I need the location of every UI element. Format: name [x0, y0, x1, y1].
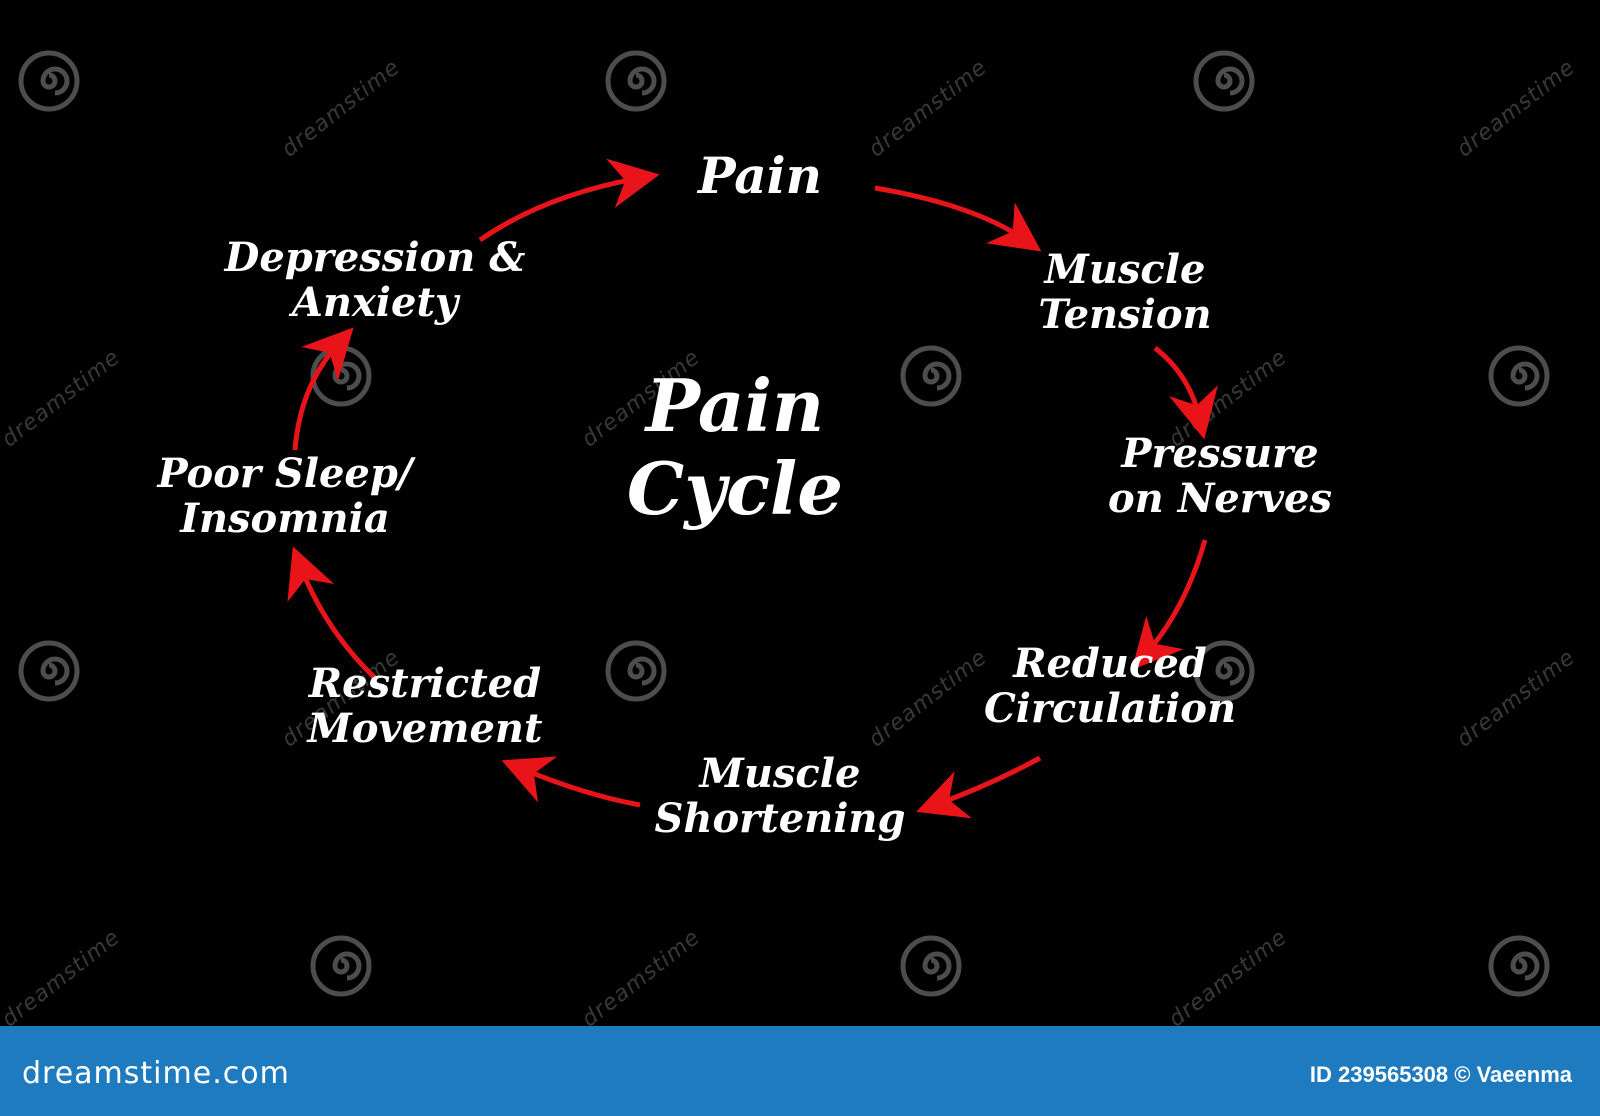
node-restricted-line-2: Movement: [307, 704, 543, 752]
node-pressure-line-1: Pressure: [1121, 430, 1319, 477]
dreamstime-spiral-icon: [18, 50, 80, 112]
node-restricted-line-1: Restricted: [308, 660, 542, 707]
node-pressure-on-nerves: Pressure on Nerves: [1090, 430, 1350, 522]
dreamstime-spiral-icon: [900, 345, 962, 407]
arrow-reduced-circulation-to-muscle-shortening: [916, 755, 1042, 819]
dreamstime-spiral-icon: [605, 50, 667, 112]
dreamstime-spiral-icon: [1488, 345, 1550, 407]
node-shortening-line-1: Muscle: [699, 750, 861, 797]
dreamstime-spiral-icon: [605, 640, 667, 702]
footer-bar: dreamstime.com ID 239565308 © Vaeenma: [0, 1026, 1600, 1116]
arrow-pressure-to-reduced-circulation: [1131, 539, 1208, 670]
node-shortening-line-2: Shortening: [654, 794, 906, 842]
footer-id-text: ID 239565308 © Vaeenma: [1309, 1062, 1572, 1087]
center-title: Pain Cycle: [600, 363, 870, 531]
dreamstime-spiral-icon: [18, 640, 80, 702]
dreamstime-spiral-icon: [1193, 640, 1255, 702]
arrow-muscle-tension-to-pressure: [1153, 346, 1218, 440]
node-poor-sleep-line-1: Poor Sleep/: [157, 450, 413, 497]
dreamstime-spiral-icon: [900, 935, 962, 997]
node-muscle-tension-line-1: Muscle: [1044, 246, 1206, 293]
node-pressure-line-2: on Nerves: [1108, 474, 1332, 522]
node-depression-anxiety: Depression & Anxiety: [215, 234, 535, 326]
dreamstime-spiral-icon: [1488, 935, 1550, 997]
node-depression-line-1: Depression &: [224, 234, 526, 281]
arrow-restricted-movement-to-poor-sleep: [287, 546, 377, 680]
node-poor-sleep-line-2: Insomnia: [180, 494, 390, 542]
arrow-muscle-shortening-to-restricted-movement: [501, 756, 641, 808]
center-title-line-1: Pain: [645, 363, 825, 448]
arrow-poor-sleep-to-depression: [292, 327, 354, 451]
node-muscle-tension-line-2: Tension: [1038, 290, 1212, 338]
node-reduced-circulation: Reduced Circulation: [960, 640, 1260, 732]
footer-brand-text: dreamstime.com: [22, 1056, 290, 1091]
dreamstime-spiral-icon: [310, 935, 372, 997]
node-pain: Pain: [670, 148, 850, 204]
node-depression-line-2: Anxiety: [291, 278, 459, 326]
node-poor-sleep: Poor Sleep/ Insomnia: [140, 450, 430, 542]
arrow-depression-to-pain: [478, 158, 660, 243]
node-pain-line-1: Pain: [698, 146, 822, 205]
node-reduced-line-1: Reduced: [1013, 640, 1207, 687]
node-restricted-movement: Restricted Movement: [285, 660, 565, 752]
dreamstime-spiral-icon: [1193, 50, 1255, 112]
node-reduced-line-2: Circulation: [983, 684, 1237, 732]
node-muscle-tension: Muscle Tension: [1010, 246, 1240, 338]
center-title-line-2: Cycle: [626, 445, 844, 531]
arrow-pain-to-muscle-tension: [874, 185, 1042, 252]
node-muscle-shortening: Muscle Shortening: [630, 750, 930, 842]
